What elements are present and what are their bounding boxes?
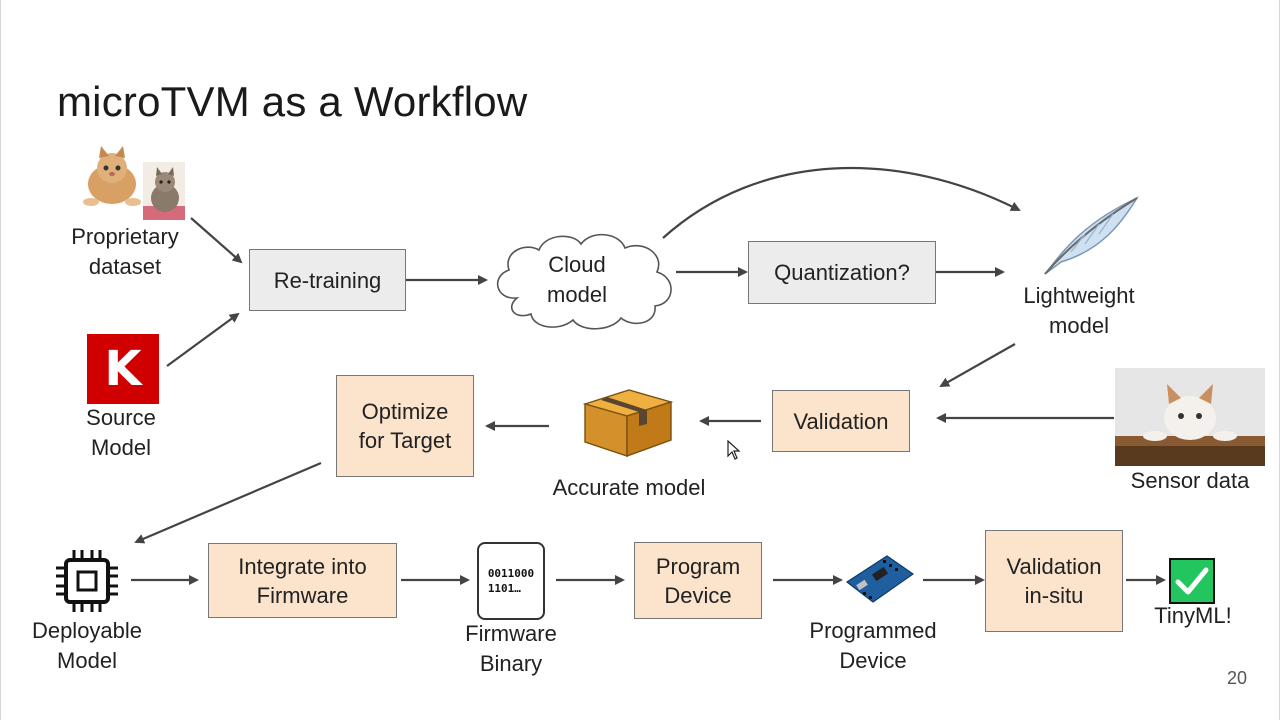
cat-photo-icon <box>83 146 141 206</box>
arrow-source-to-retraining <box>166 312 240 367</box>
deployable-model-label: Deployable Model <box>31 618 143 673</box>
arrow-cloud-to-lightweight-curve <box>662 167 1021 239</box>
binary-digits-text: 0011000 1101… <box>487 567 535 595</box>
validation-in-situ-box: Validation in-situ <box>985 530 1123 632</box>
check-glyph-icon <box>1175 567 1209 595</box>
cat-photo-icon <box>143 162 185 220</box>
binary-file-icon: 0011000 1101… <box>477 542 545 620</box>
validation-box: Validation <box>772 390 910 452</box>
cloud-model-label: Cloud model <box>547 252 607 307</box>
sensor-cat-photo <box>1115 368 1265 466</box>
accurate-model-label: Accurate model <box>552 475 706 500</box>
sensor-data-label: Sensor data <box>1130 468 1250 493</box>
program-device-box: Program Device <box>634 542 762 619</box>
slide-title: microTVM as a Workflow <box>57 78 528 125</box>
arduino-board-icon <box>845 555 915 603</box>
integrate-firmware-box: Integrate into Firmware <box>208 543 397 618</box>
lightweight-model-label: Lightweight model <box>1023 283 1135 338</box>
optimize-for-target-box: Optimize for Target <box>336 375 474 477</box>
chip-icon <box>56 550 118 612</box>
tinyml-label: TinyML! <box>1154 603 1232 628</box>
firmware-binary-label: Firmware Binary <box>465 621 557 676</box>
package-icon <box>582 389 674 457</box>
source-model-label: Source Model <box>86 405 156 460</box>
arrow-optimize-to-deployable <box>134 461 322 544</box>
feather-icon <box>1044 196 1139 275</box>
keras-logo-letter: K <box>104 341 142 397</box>
quantization-box: Quantization? <box>748 241 936 304</box>
page-number: 20 <box>1226 668 1247 688</box>
mouse-cursor-icon <box>727 440 741 460</box>
keras-logo: K <box>87 334 159 404</box>
proprietary-dataset-label: Proprietary dataset <box>71 224 179 279</box>
retraining-box: Re-training <box>249 249 406 311</box>
check-mark-icon <box>1169 558 1215 604</box>
cloud-icon <box>496 233 672 330</box>
arrow-lightweight-to-validation <box>939 343 1016 387</box>
programmed-device-label: Programmed Device <box>809 618 937 673</box>
